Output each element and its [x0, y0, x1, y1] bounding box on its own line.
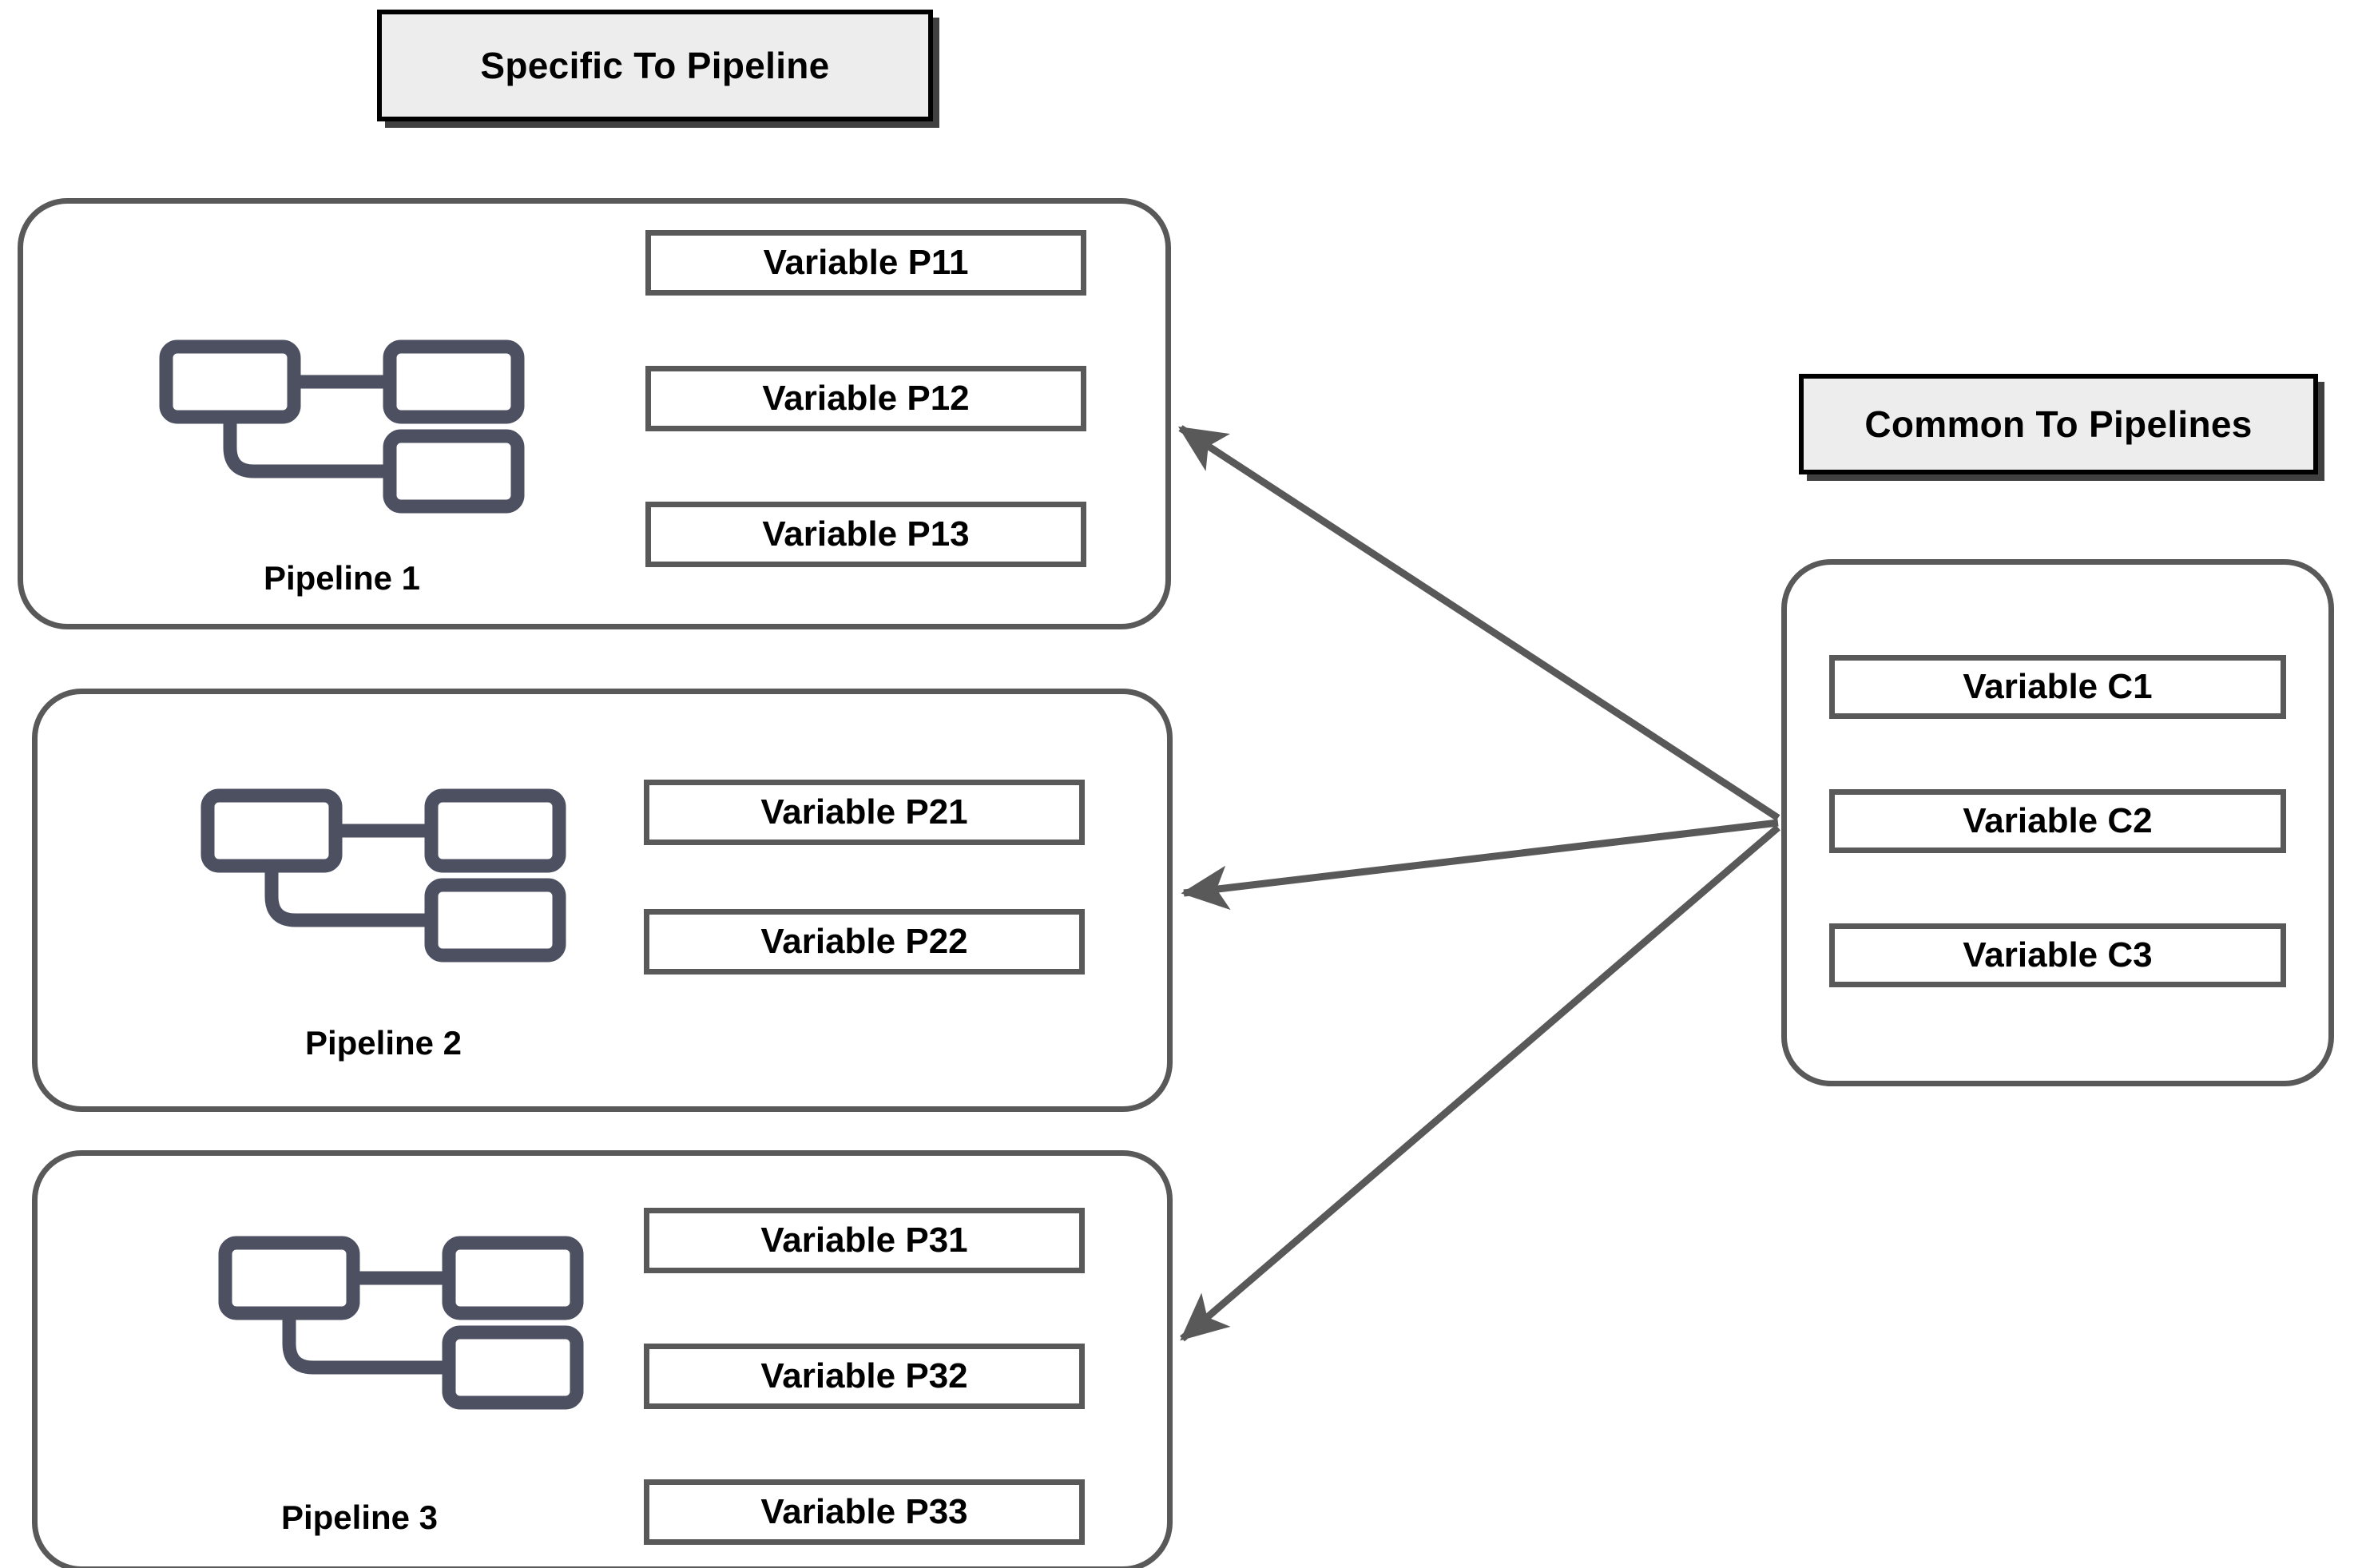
variable-chip-p32[interactable]: Variable P32: [644, 1344, 1085, 1409]
pipeline-2-caption: Pipeline 2: [304, 1024, 462, 1062]
variable-chip-p13-label: Variable P13: [762, 514, 970, 554]
section-header-common-label: Common To Pipelines: [1864, 403, 2253, 445]
variable-chip-p22[interactable]: Variable P22: [644, 909, 1085, 975]
pipeline-nodes-icon-3: [217, 1235, 585, 1411]
variable-chip-c3[interactable]: Variable C3: [1829, 923, 2286, 987]
variable-chip-p21[interactable]: Variable P21: [644, 780, 1085, 845]
pipeline-nodes-icon-2: [200, 788, 567, 963]
section-header-specific-label: Specific To Pipeline: [480, 45, 830, 86]
variable-chip-p12-label: Variable P12: [762, 379, 970, 418]
variable-chip-c1-label: Variable C1: [1963, 667, 2153, 706]
variable-chip-p11[interactable]: Variable P11: [645, 230, 1086, 296]
arrow-common-to-pipeline-3: [1180, 824, 1780, 1342]
variable-chip-p11-label: Variable P11: [763, 243, 969, 282]
variable-chip-p12[interactable]: Variable P12: [645, 366, 1086, 431]
section-header-common-to-pipelines: Common To Pipelines: [1799, 374, 2318, 474]
variable-chip-p21-label: Variable P21: [760, 792, 968, 832]
pipeline-nodes-icon-1: [158, 339, 526, 514]
variable-chip-p33-label: Variable P33: [760, 1492, 968, 1531]
variable-chip-c2[interactable]: Variable C2: [1829, 789, 2286, 853]
variable-chip-p22-label: Variable P22: [760, 922, 968, 961]
variable-chip-p33[interactable]: Variable P33: [644, 1479, 1085, 1545]
variable-chip-c2-label: Variable C2: [1963, 801, 2153, 840]
section-header-specific-to-pipeline: Specific To Pipeline: [377, 10, 933, 121]
pipeline-2-group[interactable]: [32, 689, 1173, 1112]
variable-chip-p13[interactable]: Variable P13: [645, 502, 1086, 567]
pipeline-1-caption: Pipeline 1: [263, 559, 421, 597]
arrow-common-to-pipeline-1: [1177, 425, 1780, 821]
variable-chip-c3-label: Variable C3: [1963, 935, 2153, 975]
variable-chip-p32-label: Variable P32: [760, 1356, 968, 1395]
variable-chip-c1[interactable]: Variable C1: [1829, 655, 2286, 719]
variable-chip-p31-label: Variable P31: [760, 1221, 968, 1260]
variable-chip-p31[interactable]: Variable P31: [644, 1208, 1085, 1273]
pipeline-3-caption: Pipeline 3: [280, 1499, 439, 1536]
arrow-common-to-pipeline-2: [1181, 819, 1779, 911]
